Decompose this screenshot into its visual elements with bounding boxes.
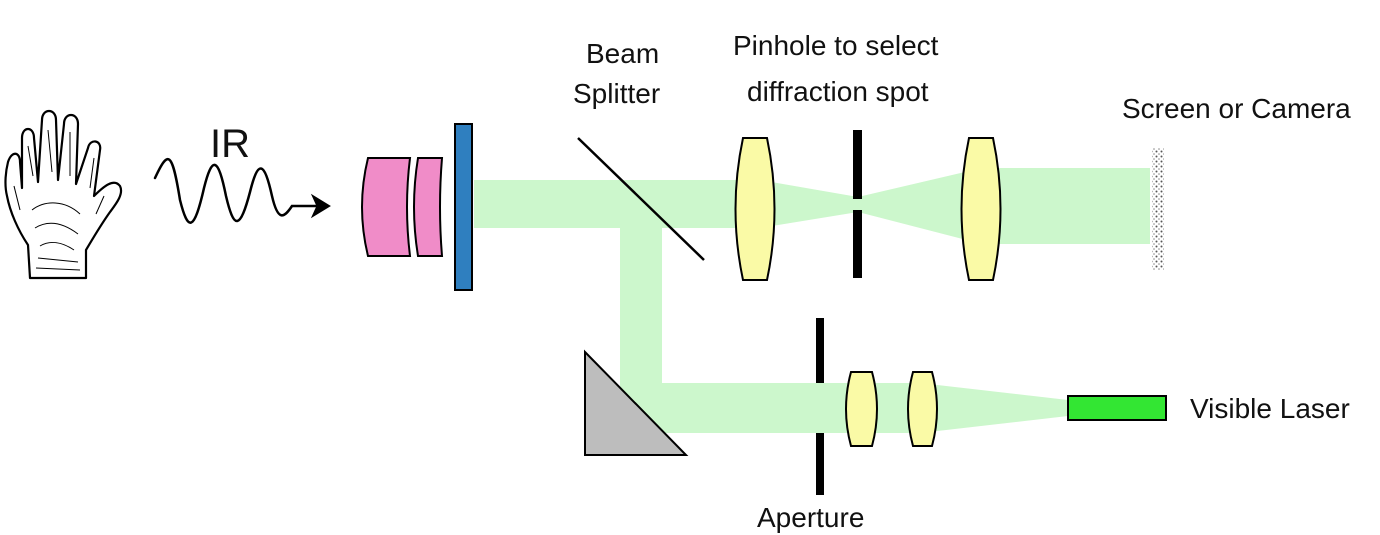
ir-input-lenses	[361, 157, 444, 257]
beam-main-horizontal	[474, 180, 760, 228]
beam-to-screen	[982, 168, 1150, 244]
aperture-label: Aperture	[757, 502, 864, 533]
visible-laser-label: Visible Laser	[1190, 393, 1350, 424]
upper-lens-2	[960, 137, 1002, 281]
lower-lens-1	[845, 371, 878, 447]
ir-label: IR	[210, 122, 250, 166]
screen-or-camera	[1152, 148, 1164, 270]
beam-to-laser	[920, 383, 1068, 433]
beam-vertical-down	[620, 228, 662, 403]
turning-prism	[584, 349, 689, 456]
ir-lens-small	[413, 157, 444, 257]
beam-diverging-from-pinhole	[858, 168, 982, 244]
ir-lens-large	[361, 157, 412, 257]
beam-splitter-label-line2: Splitter	[573, 78, 660, 109]
lower-lens-2	[907, 371, 938, 447]
wavy-arrow-icon	[153, 157, 331, 224]
beam-splitter	[577, 137, 705, 261]
aperture-stop	[816, 318, 824, 495]
ir-detector-plate	[454, 123, 473, 291]
beam-converging-to-pinhole	[760, 180, 858, 228]
pinhole-stop	[853, 130, 862, 278]
hand-icon	[4, 109, 123, 280]
visible-laser-source	[1067, 395, 1167, 421]
beam-splitter-label-line1: Beam	[586, 38, 659, 69]
pinhole-label-line2: diffraction spot	[747, 76, 929, 107]
upper-lens-1	[734, 137, 776, 281]
screen-label: Screen or Camera	[1122, 93, 1351, 124]
pinhole-label-line1: Pinhole to select	[733, 30, 939, 61]
beam-paths	[474, 168, 1150, 433]
